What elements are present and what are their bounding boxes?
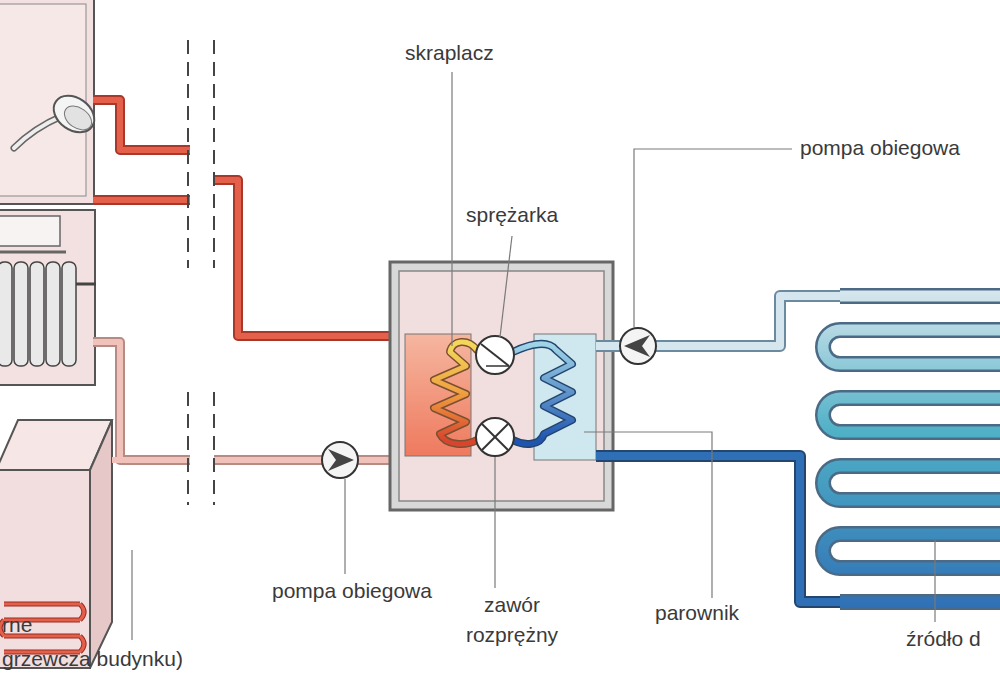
part-label: sprężarka [466,200,558,230]
floor-heating-coil [0,604,84,652]
radiator-fin [62,262,76,366]
compressor-symbol [476,336,514,374]
floor-coil-outline [0,604,84,652]
part-label: skraplacz [405,38,494,68]
radiator-fin [46,262,60,366]
shower-head [14,88,101,148]
part-label: rne [2,610,32,640]
radiator [0,262,96,366]
part-label: pompa obiegowa [272,576,432,606]
part-label: zawór rozprężny [452,590,572,651]
pump-symbol [322,442,358,478]
radiator-fin [30,262,44,366]
window-sill [0,251,66,254]
ground-coil-pipe [823,296,1000,602]
floor-coil [0,604,84,652]
part-label: parownik [655,598,739,628]
radiator-fin [0,262,12,366]
source-pipes [596,296,840,602]
break-marks [188,40,214,505]
floor-box-side [90,420,112,668]
part-label: pompa obiegowa [800,133,960,163]
radiator-valve [76,283,96,286]
radiator-fin [14,262,28,366]
room [0,210,95,385]
heating-pipes [93,100,410,460]
part-label: źródło d [906,624,981,654]
window [0,216,60,246]
pump-symbol [620,328,656,364]
floor-box-front [0,470,90,668]
ground-coil-outline [823,296,1000,602]
ground-coil [823,296,1000,602]
part-label: grzewcza budynku) [2,644,183,674]
heat-pump-housing [390,262,613,510]
expansion-valve-symbol [476,418,514,456]
